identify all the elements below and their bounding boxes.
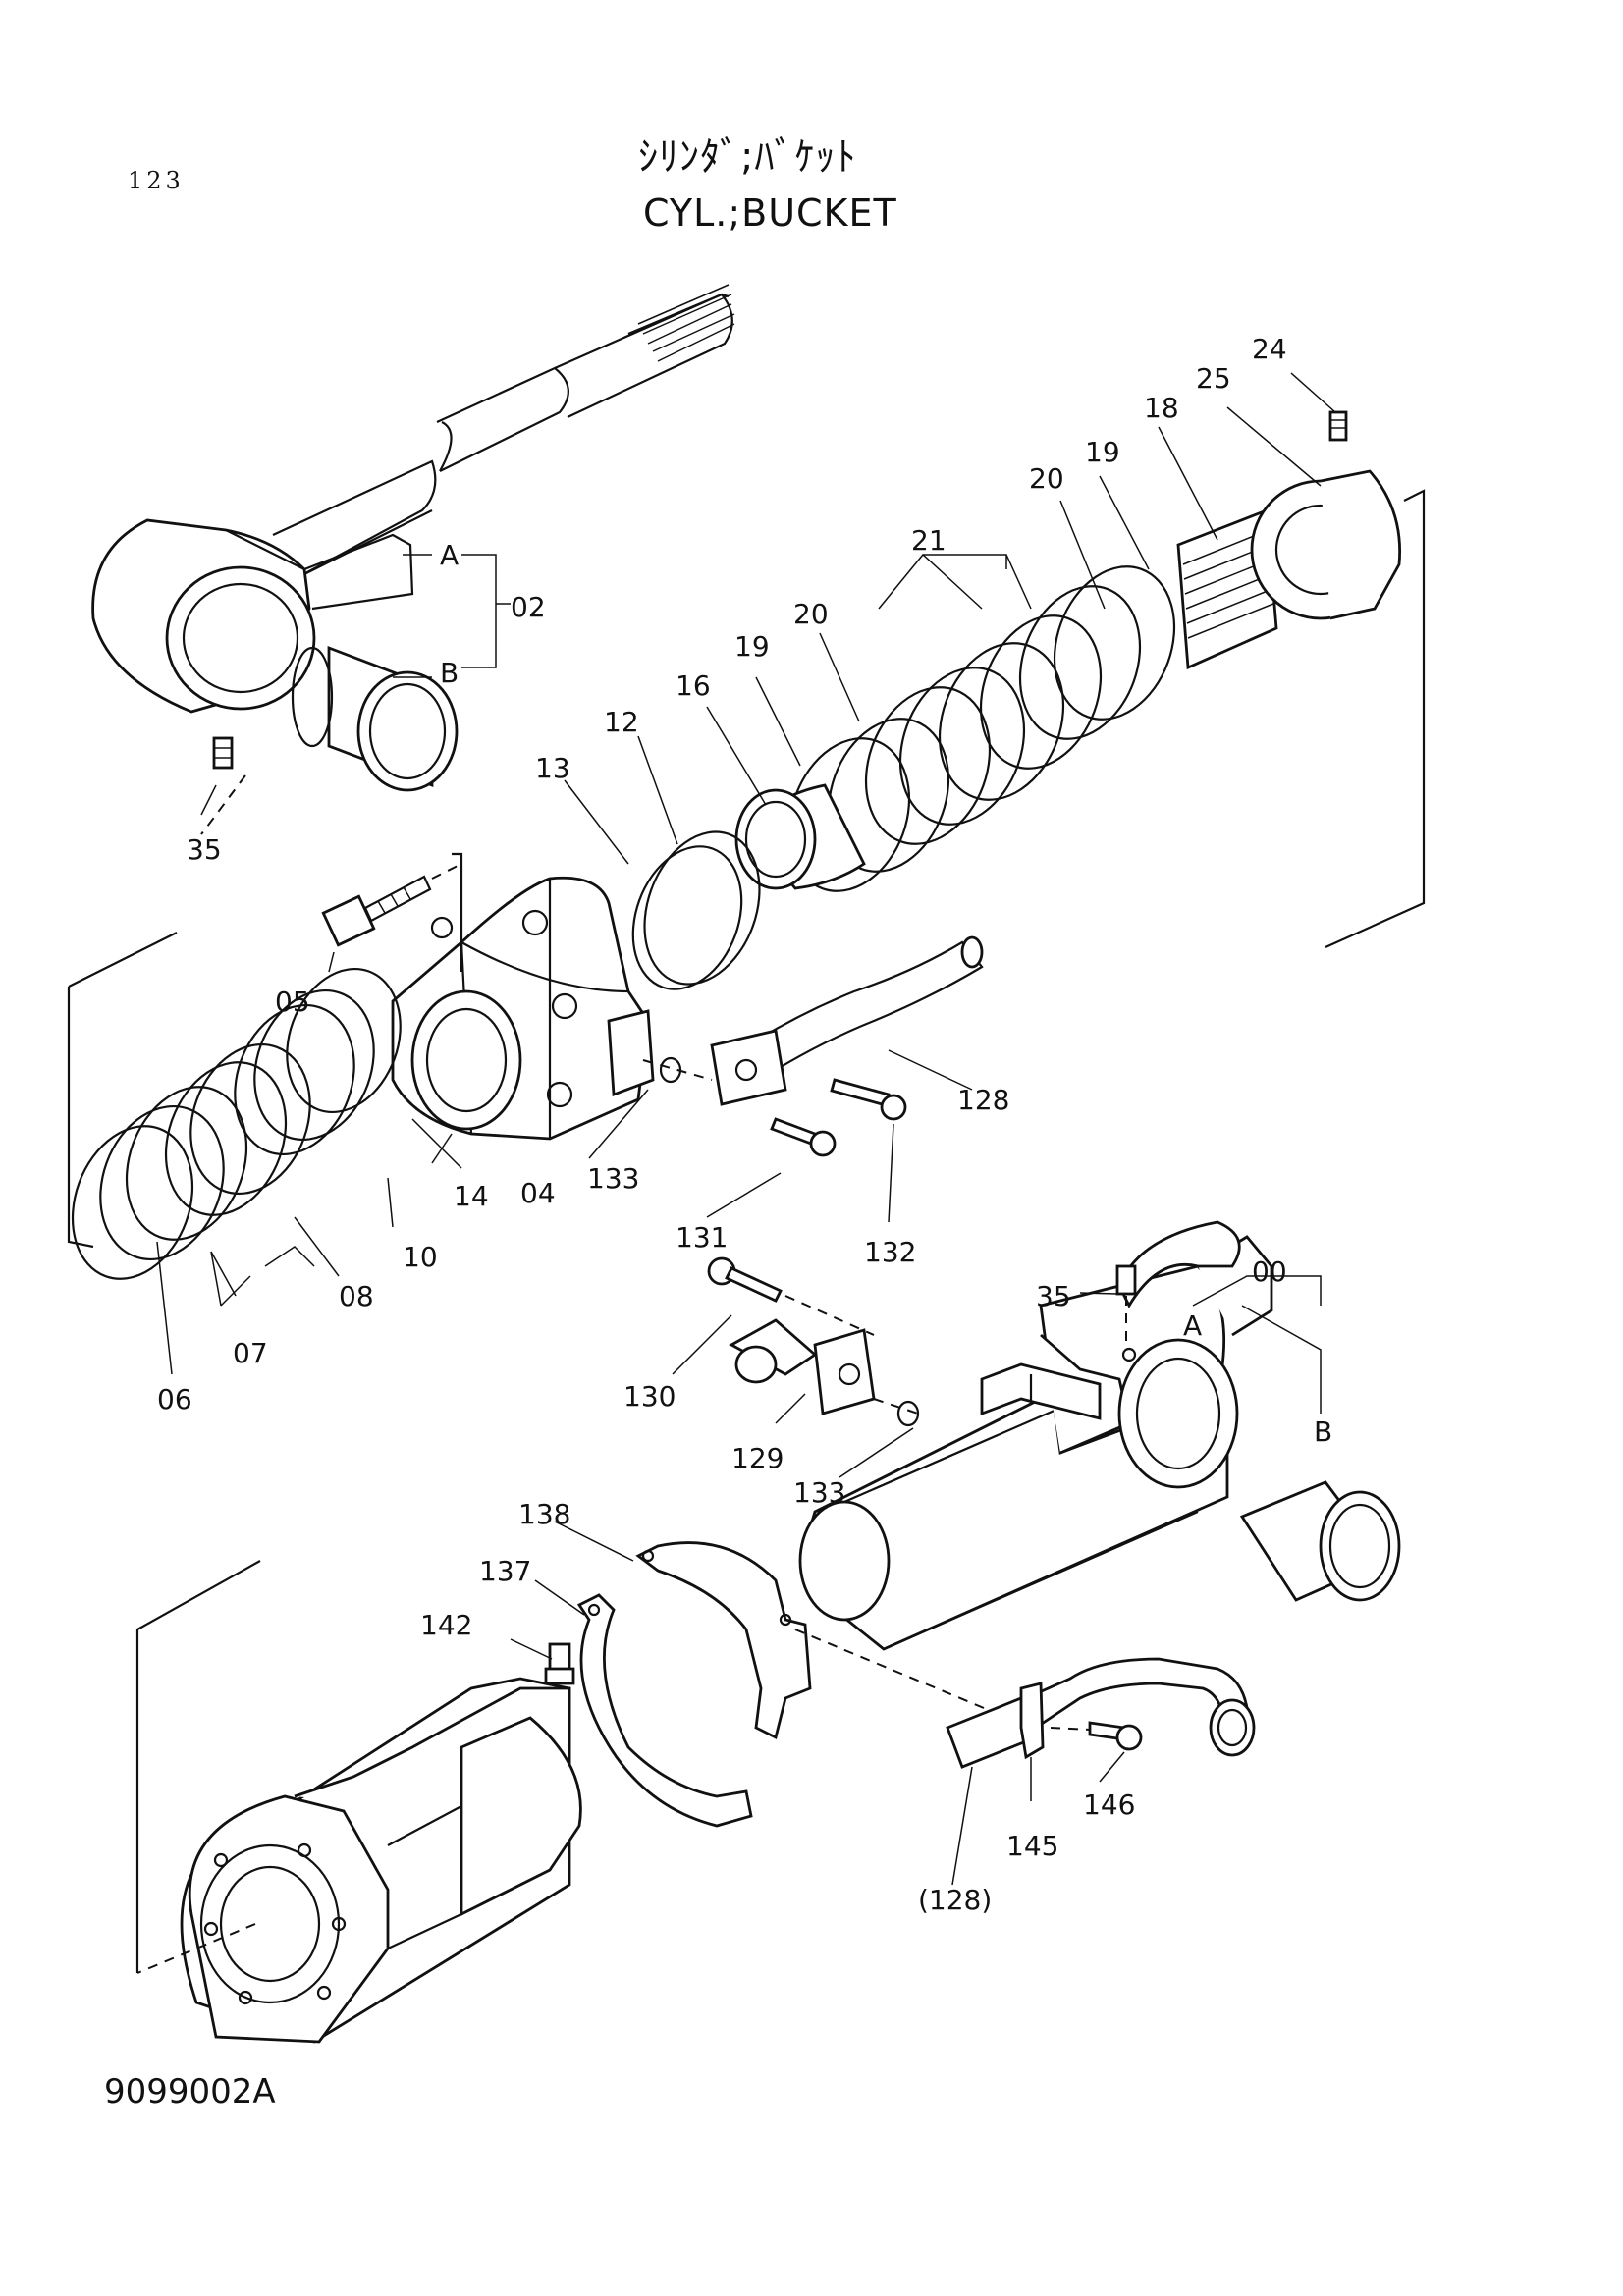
label-10: 10 [403, 1241, 438, 1273]
leader-lines [156, 372, 1336, 1886]
label-00: 00 [1252, 1255, 1287, 1288]
bolt-132 [830, 1078, 907, 1121]
label-14: 14 [454, 1180, 489, 1212]
label-25: 25 [1196, 362, 1231, 395]
rod-bushing [291, 645, 459, 792]
label-128-ref: (128) [918, 1884, 992, 1916]
label-18: 18 [1144, 392, 1179, 424]
label-B-bottom: B [1314, 1415, 1332, 1448]
label-138: 138 [518, 1498, 570, 1530]
label-06: 06 [157, 1383, 192, 1415]
label-04: 04 [520, 1177, 556, 1209]
head-bolt [321, 875, 432, 947]
label-19-b: 19 [734, 630, 770, 663]
label-137: 137 [479, 1555, 531, 1587]
label-128: 128 [957, 1084, 1009, 1116]
label-02: 02 [511, 591, 546, 623]
cylinder-head [391, 876, 655, 1141]
bolt-131 [770, 1117, 837, 1157]
title-english: CYL.;BUCKET [643, 191, 897, 235]
grease-nipple [212, 736, 234, 770]
label-133-top: 133 [587, 1162, 639, 1195]
cylinder-tube [798, 1220, 1273, 1651]
label-A-top: A [440, 539, 459, 571]
label-133-bottom: 133 [793, 1476, 845, 1509]
seals [71, 967, 402, 1280]
label-B-top: B [440, 657, 459, 689]
bolt-130 [707, 1256, 783, 1303]
label-145: 145 [1006, 1830, 1058, 1862]
page-number: 123 [128, 167, 185, 194]
bolt-142 [544, 1642, 575, 1685]
label-20-a: 20 [1029, 462, 1064, 495]
grease-nipple-35b [1115, 1264, 1137, 1296]
label-35-top: 35 [187, 833, 222, 866]
rings-12-13 [631, 830, 761, 990]
label-12: 12 [604, 706, 639, 738]
label-35-bottom: 35 [1036, 1280, 1071, 1312]
label-132: 132 [864, 1236, 916, 1268]
piston-rod [272, 284, 735, 580]
label-13: 13 [535, 752, 570, 784]
label-146: 146 [1083, 1789, 1135, 1821]
label-142: 142 [420, 1609, 472, 1641]
label-131: 131 [676, 1221, 728, 1254]
bushing-16 [734, 783, 866, 890]
label-16: 16 [676, 669, 711, 702]
flange-block [710, 1029, 787, 1106]
rings-21 [787, 565, 1176, 892]
label-129: 129 [731, 1442, 784, 1474]
bolt-146 [1088, 1721, 1143, 1751]
clamp-138 [635, 1541, 812, 1740]
label-20-b: 20 [793, 598, 829, 630]
label-130: 130 [623, 1380, 676, 1413]
title-japanese: ｼﾘﾝﾀﾞ;ﾊﾞｹｯﾄ [638, 134, 857, 180]
label-A-bottom: A [1183, 1309, 1202, 1342]
piston-assembly [1176, 410, 1401, 670]
label-24: 24 [1252, 333, 1287, 365]
clamp-137 [576, 1593, 753, 1828]
label-08: 08 [339, 1280, 374, 1312]
label-05: 05 [275, 986, 310, 1018]
drawing-code: 9099002A [104, 2072, 276, 2111]
part-labels: 24 25 18 19 20 21 20 19 16 12 13 A 02 B … [157, 333, 1332, 1916]
hose-128 [755, 935, 984, 1071]
pipe-128b [946, 1657, 1256, 1769]
tube-bushing [1239, 1480, 1401, 1602]
label-19-a: 19 [1085, 436, 1120, 468]
label-07: 07 [233, 1337, 268, 1369]
cylinder-tube-lower [180, 1677, 582, 2044]
elbow-129 [729, 1318, 920, 1427]
rod-eye [91, 518, 414, 714]
label-21: 21 [911, 524, 947, 557]
